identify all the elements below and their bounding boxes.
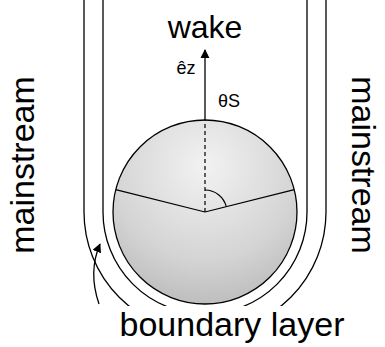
vector-label: êz: [176, 59, 195, 77]
boundary-inner: [103, 0, 307, 314]
angle-arc: [205, 190, 226, 207]
angle-label: θS: [218, 92, 240, 110]
boundary-outer: [84, 0, 326, 333]
unit-vector-arrow: [204, 50, 205, 120]
region-label: wake: [168, 11, 243, 43]
region-label: mainstream: [347, 76, 381, 254]
region-label: mainstream: [5, 76, 39, 254]
separation-line: [205, 190, 294, 212]
region-label: boundary layer: [117, 306, 348, 342]
axis-dashed: [204, 120, 205, 212]
separation-line: [116, 190, 205, 212]
leader-arrow: [94, 244, 100, 304]
sphere: [113, 120, 297, 304]
